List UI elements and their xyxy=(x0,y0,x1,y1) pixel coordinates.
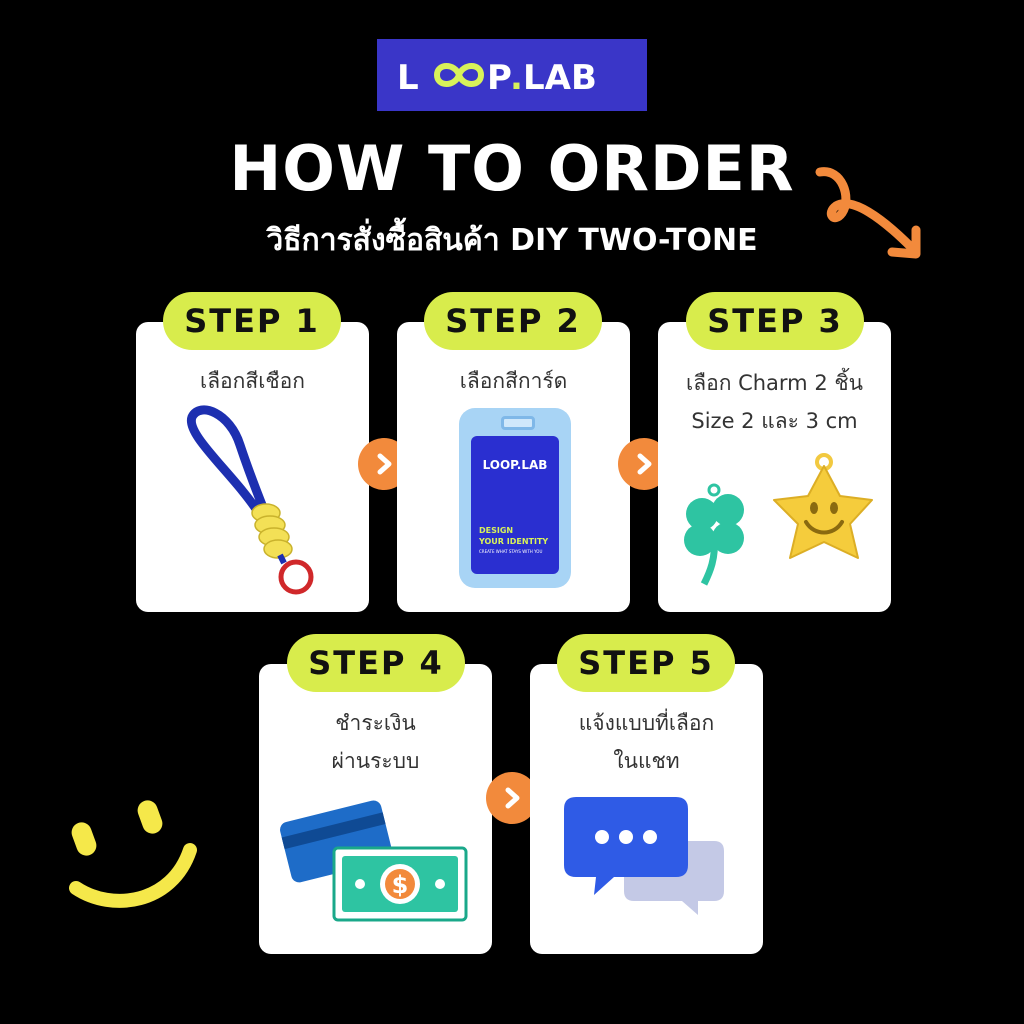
step-2-label: STEP 2 xyxy=(424,292,602,350)
page-title: HOW TO ORDER xyxy=(229,132,795,205)
logo-letter-l: L xyxy=(397,58,419,97)
card-mock-logo: LOOP.LAB xyxy=(482,458,548,472)
card-mock-line1: DESIGN xyxy=(479,526,514,535)
loop-lab-logo-icon: L P . LAB xyxy=(397,58,597,97)
logo-letter-p: P xyxy=(487,58,512,97)
step-3-label: STEP 3 xyxy=(686,292,864,350)
logo-dot: . xyxy=(510,58,523,97)
curly-arrow-icon xyxy=(815,167,921,259)
step-3-text-line1: เลือก Charm 2 ชิ้น xyxy=(686,371,863,395)
chat-bubbles-icon xyxy=(564,797,724,915)
step-4-label: STEP 4 xyxy=(287,634,465,692)
credit-card-and-cash-icon: $ xyxy=(280,800,468,922)
step-3-text-line2: Size 2 และ 3 cm xyxy=(691,409,858,433)
card-holder-icon: LOOP.LAB DESIGN YOUR IDENTITY CREATE WHA… xyxy=(459,408,571,588)
svg-text:$: $ xyxy=(392,871,409,899)
rope-keychain-icon xyxy=(186,405,314,595)
step-4-text-line2: ผ่านระบบ xyxy=(331,749,420,773)
card-mock-line2: YOUR IDENTITY xyxy=(479,537,549,546)
brand-logo: L P . LAB xyxy=(377,39,647,111)
infinity-icon xyxy=(433,63,485,87)
step-4-text-line1: ชำระเงิน xyxy=(335,711,416,735)
clover-and-star-charm-icon xyxy=(684,453,873,586)
logo-lab: LAB xyxy=(523,58,597,97)
page-subtitle: วิธีการสั่งซื้อสินค้า DIY TWO-TONE xyxy=(266,223,758,258)
step-1-label: STEP 1 xyxy=(163,292,341,350)
step-3-card xyxy=(658,322,891,612)
step-2-text: เลือกสีการ์ด xyxy=(459,369,568,393)
step-5-label: STEP 5 xyxy=(557,634,735,692)
card-mock-line3: CREATE WHAT STAYS WITH YOU xyxy=(479,549,543,554)
chevron-right-icon xyxy=(486,772,538,824)
smiley-face-icon xyxy=(69,800,197,908)
step-1-text: เลือกสีเชือก xyxy=(200,369,305,393)
step-5-text-line2: ในแชท xyxy=(613,749,680,773)
step-1-card xyxy=(136,322,369,612)
step-5-text-line1: แจ้งแบบที่เลือก xyxy=(578,711,715,735)
